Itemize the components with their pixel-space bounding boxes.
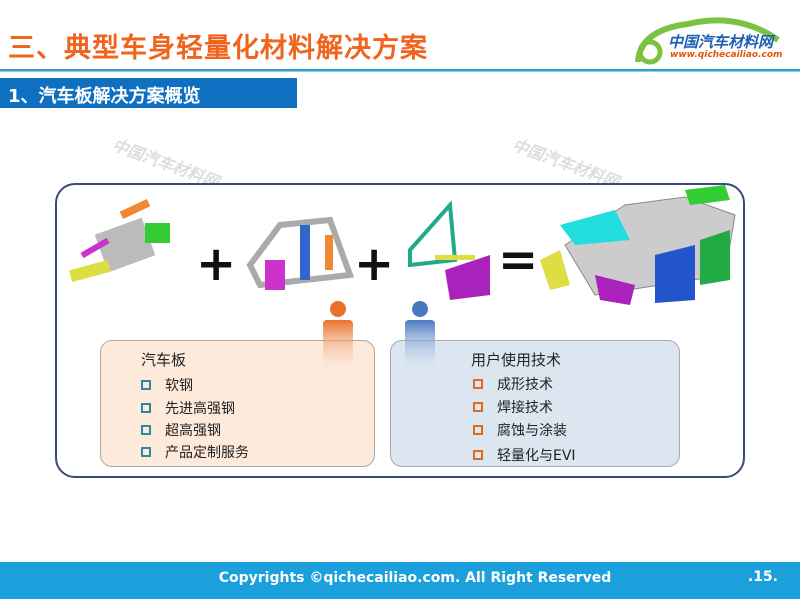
square-bullet-icon	[473, 379, 483, 389]
square-bullet-icon	[473, 402, 483, 412]
door-parts-image	[408, 200, 490, 300]
square-bullet-icon	[141, 380, 151, 390]
list-item: 超高强钢	[141, 420, 221, 440]
list-item: 焊接技术	[473, 397, 553, 417]
copyright-text: Copyrights ©qichecailiao.com. All Right …	[218, 570, 612, 586]
logo-text: 中国汽车材料网	[668, 33, 774, 51]
plus-operator: +	[196, 236, 237, 292]
body-side-image	[246, 216, 355, 290]
square-bullet-icon	[141, 425, 151, 435]
list-item: 腐蚀与涂装	[473, 420, 567, 440]
floor-parts-image	[69, 199, 170, 282]
section-title: 1、汽车板解决方案概览	[0, 78, 297, 108]
list-item: 先进高强钢	[141, 398, 235, 418]
page-number: .15.	[747, 569, 778, 585]
slide-title: 三、典型车身轻量化材料解决方案	[8, 33, 428, 64]
box-title: 汽车板	[141, 351, 187, 369]
full-body-image	[540, 185, 736, 305]
square-bullet-icon	[141, 403, 151, 413]
square-bullet-icon	[141, 447, 151, 457]
list-item: 轻量化与EVI	[473, 445, 576, 465]
box-title: 用户使用技术	[471, 351, 562, 369]
plus-operator: +	[354, 236, 395, 292]
square-bullet-icon	[473, 425, 483, 435]
list-item: 软钢	[141, 375, 193, 395]
list-item: 成形技术	[473, 374, 553, 394]
equals-operator: =	[498, 232, 539, 288]
logo-icon	[635, 17, 780, 65]
square-bullet-icon	[473, 450, 483, 460]
footer-bar: Copyrights ©qichecailiao.com. All Right …	[0, 562, 800, 599]
header-divider	[0, 69, 800, 72]
user-tech-box: 用户使用技术 成形技术 焊接技术 腐蚀与涂装 轻量化与EVI	[390, 340, 680, 467]
list-item: 产品定制服务	[141, 442, 249, 462]
logo-url: www.qichecailiao.com	[670, 50, 783, 60]
person-icon	[405, 301, 435, 380]
person-icon	[323, 301, 353, 380]
